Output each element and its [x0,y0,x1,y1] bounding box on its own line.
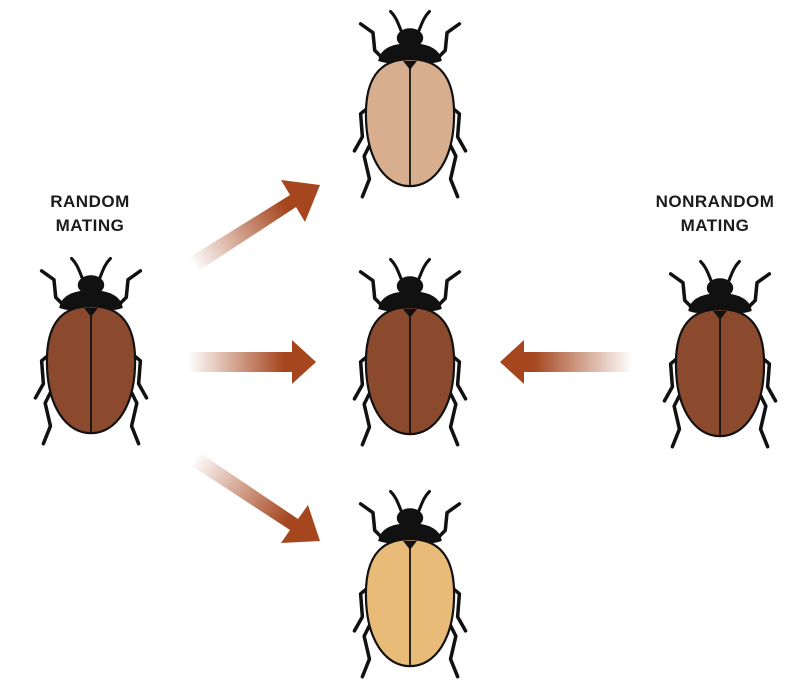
beetle-offspring-same-icon [354,260,465,445]
arrow-to-pale-offspring [192,453,320,543]
arrow-nonrandom-to-offspring [500,340,632,384]
beetle-offspring-light-icon [354,12,465,197]
beetle-random-parent-icon [35,259,146,444]
beetle-offspring-pale-icon [354,492,465,677]
beetle-nonrandom-parent-icon [664,262,775,447]
random-mating-label-line2: MATING [30,214,150,238]
arrow-to-light-offspring [190,180,320,270]
nonrandom-mating-label-line1: NONRANDOM [645,190,785,214]
arrow-to-same-offspring [188,340,316,384]
random-mating-label-line1: RANDOM [30,190,150,214]
nonrandom-mating-label: NONRANDOM MATING [645,190,785,238]
random-mating-label: RANDOM MATING [30,190,150,238]
nonrandom-mating-label-line2: MATING [645,214,785,238]
